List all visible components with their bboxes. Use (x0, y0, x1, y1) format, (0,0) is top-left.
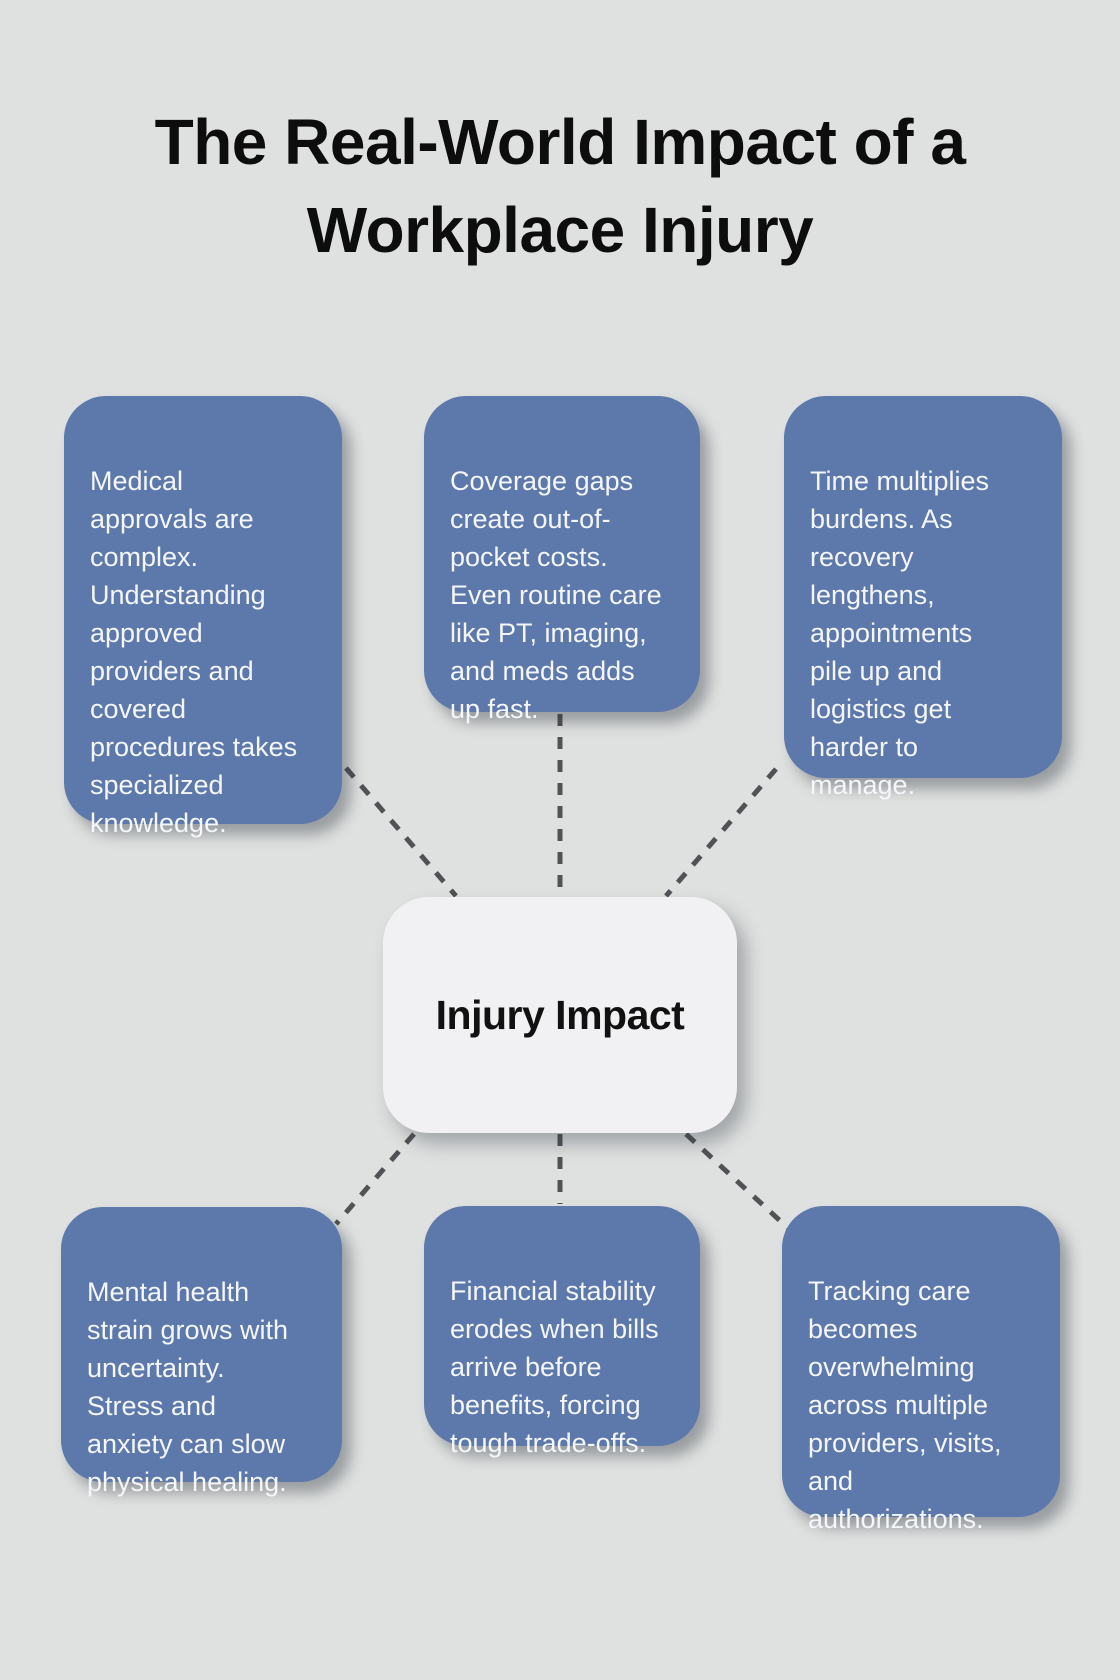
node-medical-approvals-text: Medical approvals are complex. Understan… (90, 466, 298, 838)
connector-medical-to-center (344, 766, 458, 898)
node-coverage-gaps-text: Coverage gaps create out-of- pocket cost… (450, 466, 662, 724)
node-mental-health-text: Mental health strain grows with uncertai… (87, 1277, 289, 1497)
center-node-injury-impact: Injury Impact (383, 897, 737, 1133)
connector-time-to-center (664, 767, 778, 898)
node-time-burdens-text: Time multiplies burdens. As recovery len… (810, 466, 990, 800)
node-financial-stability: Financial stability erodes when bills ar… (424, 1206, 700, 1458)
node-coverage-gaps: Coverage gaps create out-of- pocket cost… (424, 396, 700, 724)
connector-center-to-mental (334, 1132, 416, 1226)
node-time-burdens: Time multiplies burdens. As recovery len… (784, 396, 1062, 800)
node-medical-approvals: Medical approvals are complex. Understan… (64, 396, 342, 838)
node-tracking-care-text: Tracking care becomes overwhelming acros… (808, 1276, 1002, 1534)
center-node-label: Injury Impact (435, 991, 685, 1038)
node-mental-health: Mental health strain grows with uncertai… (61, 1207, 342, 1497)
page-title: The Real-World Impact of a Workplace Inj… (154, 106, 966, 266)
node-financial-stability-text: Financial stability erodes when bills ar… (450, 1276, 659, 1458)
connector-center-to-tracking (684, 1132, 791, 1231)
node-tracking-care: Tracking care becomes overwhelming acros… (782, 1206, 1060, 1534)
